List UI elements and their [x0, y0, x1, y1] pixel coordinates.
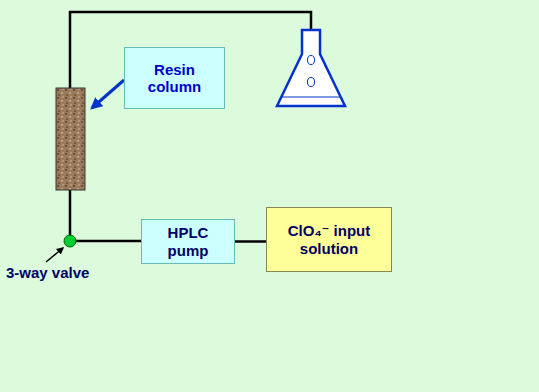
- callout-arrow: [46, 248, 63, 262]
- tubing-connector: [235, 240, 266, 243]
- resin-column: [56, 88, 85, 190]
- bubble: [308, 78, 315, 87]
- three-way-valve: [64, 235, 76, 247]
- tubing: [69, 190, 72, 241]
- liquid-level: [282, 97, 340, 98]
- tubing: [70, 240, 141, 243]
- node-text: HPLC pump: [148, 224, 228, 259]
- pump-box: HPLC pump: [141, 219, 235, 264]
- node-text: Resin column: [131, 61, 218, 96]
- callout-arrow: [92, 80, 124, 108]
- solution-box: ClO₄⁻ input solution: [266, 207, 392, 272]
- bubble: [308, 56, 315, 65]
- node-text: ClO₄⁻ input solution: [273, 222, 385, 257]
- collection-flask: [277, 30, 345, 106]
- callout-box: Resin column: [124, 47, 225, 109]
- part-label: 3-way valve: [6, 264, 89, 281]
